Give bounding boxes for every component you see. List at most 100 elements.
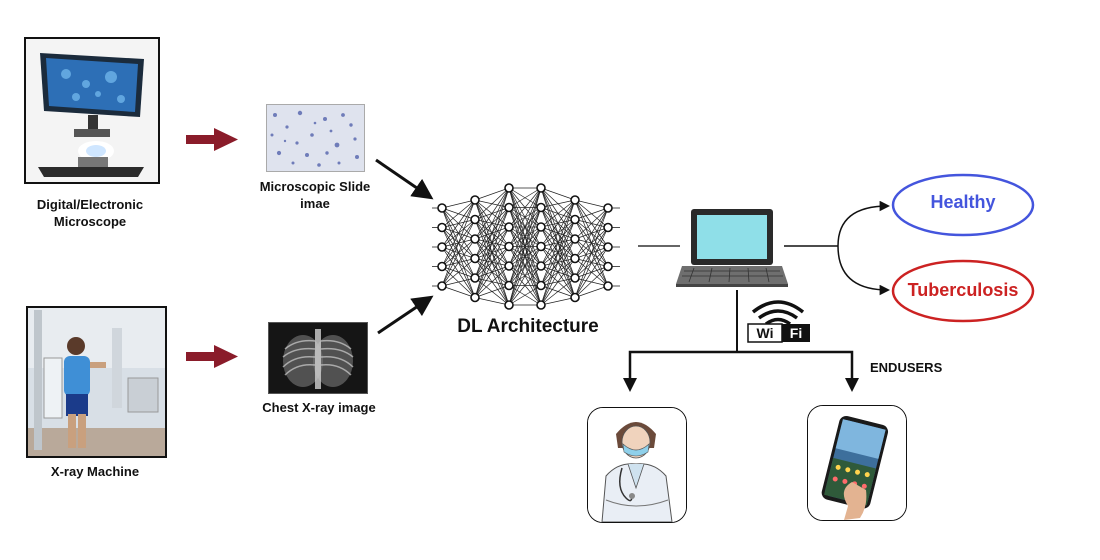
microscope-label: Digital/Electronic Microscope [36,197,144,229]
network-node [504,222,514,232]
network-edge [508,246,542,306]
network-edge [441,258,476,287]
network-edge [474,187,510,279]
network-node [470,273,480,283]
network-edge [508,265,542,306]
network-edge [508,187,542,247]
network-edge [574,246,609,298]
network-edge [540,297,576,306]
network-edge [540,187,576,201]
network-edge [441,199,476,248]
network-edge [474,297,510,306]
network-edge [540,238,576,306]
network-edge [441,277,476,287]
network-edge [574,199,609,209]
network-node [603,203,613,213]
network-edge [508,187,542,267]
network-node [536,222,546,232]
network-edge [441,199,476,287]
xray-machine-image [26,306,167,458]
chest-xray-label: Chest X-ray image [262,400,376,415]
network-edge [474,187,510,298]
network-edge [474,187,510,259]
network-edge [508,187,542,286]
network-edge [574,207,609,279]
network-node [504,241,514,252]
endusers-label: ENDUSERS [870,360,943,375]
network-edge [474,265,510,298]
tuberculosis-ellipse [891,259,1035,323]
network-edge [540,199,576,228]
network-edge [474,187,510,240]
split-arrow-tuberculosis [837,245,891,296]
network-edge [441,219,476,287]
network-node [536,280,546,291]
microscopic-slide-image [266,104,365,172]
network-node [603,261,613,272]
chest-xray-image [268,322,368,394]
network-node [536,202,546,213]
network-edge [540,199,576,208]
network-node [536,300,546,310]
network-edge [474,187,510,220]
network-node [437,242,447,252]
network-edge [441,199,476,209]
network-node [603,222,613,233]
network-edge [508,207,542,306]
wifi-icon [747,300,810,343]
network-edge [574,227,609,298]
network-node [470,195,480,205]
network-node [504,183,514,193]
network-node [536,241,546,252]
dl-architecture-label: DL Architecture [457,316,599,337]
network-node [437,261,447,272]
endusers-branch [628,350,854,388]
network-node [470,253,480,264]
network-edge [540,199,576,247]
network-edge [574,207,609,298]
network-edge [508,187,542,306]
wifi-text-right: Fi [789,325,803,341]
healthy-ellipse [891,173,1035,237]
network-node [504,202,514,213]
doctor-image [587,407,687,523]
network-edge [441,199,476,267]
network-node [470,234,480,244]
network-node [570,292,580,303]
smartphone-image [807,405,907,521]
wifi-text-left: Wi [756,325,774,341]
network-edge [574,285,609,298]
xray-to-chest-arrow [186,345,238,368]
network-node [504,280,514,291]
network-edge [474,226,510,298]
network-edge [540,258,576,306]
network-edge [508,187,542,208]
network-node [504,300,514,310]
network-node [603,281,613,291]
network-node [437,222,447,233]
network-edge [540,199,576,286]
laptop-icon [676,209,788,287]
xray-machine-label: X-ray Machine [50,464,140,479]
network-node [470,214,480,225]
tuberculosis-label: Tuberculosis [907,280,1019,300]
arrow-to-doctor [623,378,637,392]
network-edge [474,207,510,298]
network-node [570,234,580,244]
network-edge [540,199,576,306]
network-edge [474,246,510,298]
network-edge [540,199,576,267]
network-node [570,195,580,205]
slide-to-network-arrow [375,158,434,200]
network-edge [474,187,510,201]
network-node [437,203,447,213]
network-edge [441,238,476,287]
network-node [570,214,580,225]
network-edge [441,285,476,298]
arrow-to-phone [845,378,859,392]
network-node [470,292,480,303]
healthy-label: Healthy [930,192,996,212]
chest-to-network-arrow [377,295,434,335]
network-node [603,242,613,252]
